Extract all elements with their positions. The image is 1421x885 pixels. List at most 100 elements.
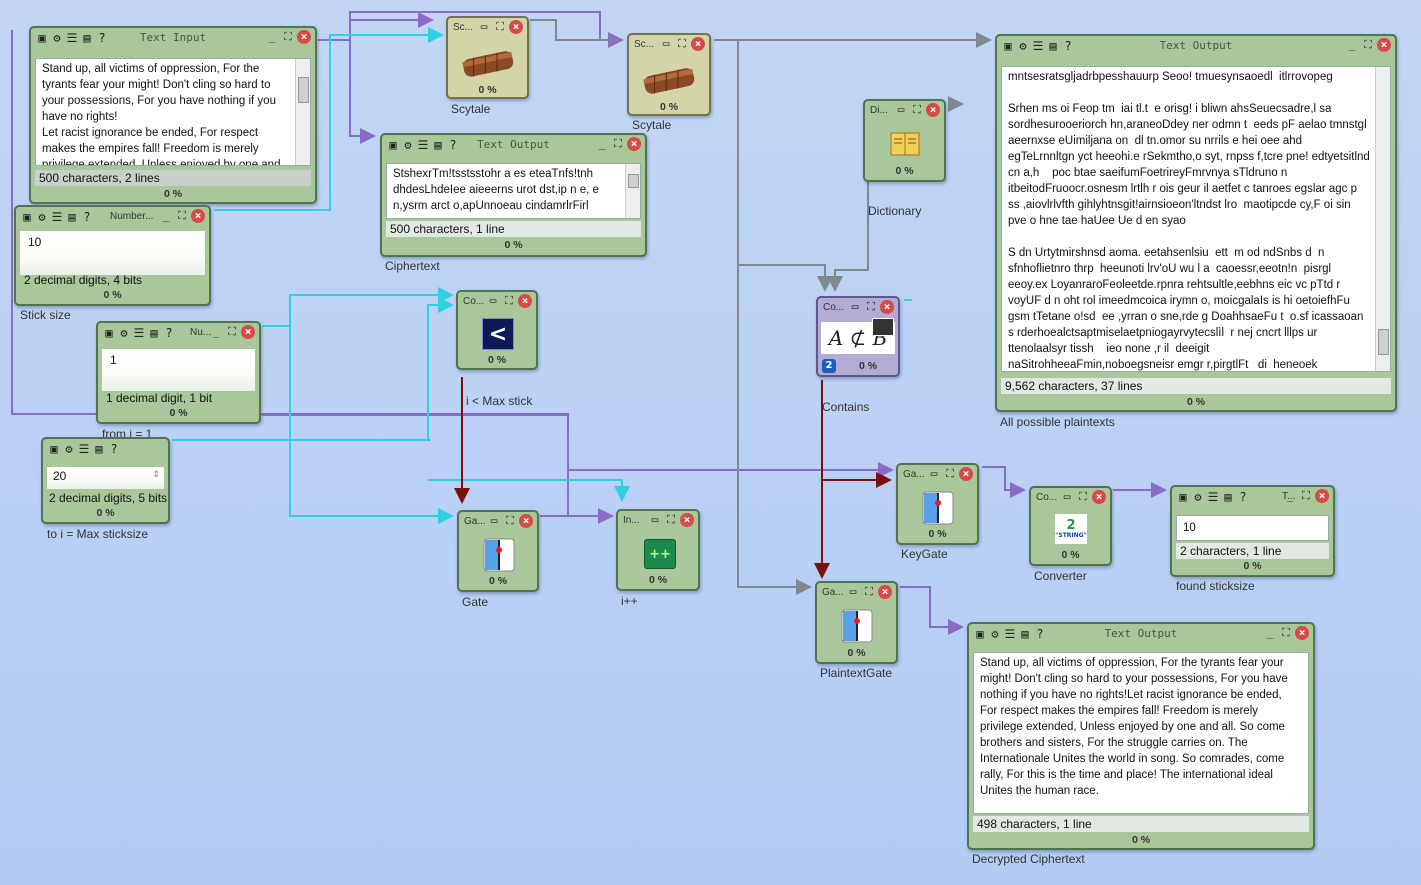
text-output-area[interactable]: Stand up, all victims of oppression, For…	[973, 652, 1309, 814]
maximize-icon[interactable]: ⛶	[228, 325, 236, 338]
scrollbar[interactable]	[295, 59, 310, 165]
minimize-icon[interactable]: ▭	[930, 467, 938, 480]
ciphertext-output-component[interactable]: ▣⚙☰▤? Text Output _⛶× StshexrTm!tsstssto…	[380, 133, 647, 257]
list-icon[interactable]: ☰	[51, 210, 63, 224]
component-header[interactable]: Ga... ▭⛶×	[817, 583, 896, 603]
minimize-icon[interactable]: _	[1286, 489, 1294, 502]
component-header[interactable]: ▣⚙☰▤? Text Input _⛶×	[31, 28, 315, 48]
gear-icon[interactable]: ⚙	[1194, 490, 1202, 504]
compare-less-than-component[interactable]: Co... ▭⛶× < 0 %	[456, 290, 538, 370]
close-icon[interactable]: ×	[878, 585, 892, 599]
clipboard-icon[interactable]: ▤	[150, 326, 158, 340]
close-icon[interactable]: ×	[1092, 490, 1106, 504]
scroll-thumb[interactable]	[628, 174, 639, 188]
to-i-number-component[interactable]: ▣⚙☰▤? 20 ⇕ 2 decimal digits, 5 bits 0 %	[41, 437, 170, 524]
plaintextgate-component[interactable]: Ga... ▭⛶× 0 %	[815, 581, 898, 664]
scytale-component-1[interactable]: Sc... ▭⛶× 0 %	[446, 16, 529, 99]
text-input-area[interactable]: Stand up, all victims of oppression, For…	[35, 58, 311, 166]
from-i-number-component[interactable]: ▣⚙☰▤? Nu... _⛶× 1 1 decimal digit, 1 bit…	[96, 321, 261, 424]
component-header[interactable]: Co... ▭⛶×	[818, 298, 898, 318]
gear-icon[interactable]: ⚙	[991, 627, 999, 641]
clipboard-icon[interactable]: ▤	[68, 210, 76, 224]
decrypted-output-component[interactable]: ▣⚙☰▤? Text Output _⛶× Stand up, all vict…	[967, 622, 1315, 850]
clipboard-icon[interactable]: ▤	[434, 138, 442, 152]
close-icon[interactable]: ×	[926, 103, 940, 117]
image-icon[interactable]: ▣	[1004, 39, 1012, 53]
help-icon[interactable]: ?	[1036, 627, 1044, 641]
converter-component[interactable]: Co... ▭⛶× 2 "STRING" 0 %	[1029, 486, 1112, 566]
minimize-icon[interactable]: ▭	[1063, 490, 1071, 503]
component-header[interactable]: In... ▭⛶×	[618, 511, 698, 531]
dictionary-component[interactable]: Di... ▭⛶× 0 %	[863, 99, 946, 182]
image-icon[interactable]: ▣	[976, 627, 984, 641]
clipboard-icon[interactable]: ▤	[83, 31, 91, 45]
help-icon[interactable]: ?	[83, 210, 91, 224]
close-icon[interactable]: ×	[691, 37, 705, 51]
component-header[interactable]: Di... ▭⛶×	[865, 101, 944, 121]
component-header[interactable]: ▣⚙☰▤? Number... _⛶×	[16, 207, 209, 227]
minimize-icon[interactable]: _	[1348, 38, 1356, 51]
number-value-panel[interactable]: 1	[102, 349, 255, 391]
minimize-icon[interactable]: ▭	[489, 294, 497, 307]
component-header[interactable]: Co... ▭⛶×	[1031, 488, 1110, 508]
close-icon[interactable]: ×	[959, 467, 973, 481]
stick-size-number-component[interactable]: ▣⚙☰▤? Number... _⛶× 10 2 decimal digits,…	[14, 205, 211, 306]
minimize-icon[interactable]: ▭	[851, 300, 859, 313]
image-icon[interactable]: ▣	[38, 31, 46, 45]
text-output-area[interactable]: StshexrTm!tsstsstohr a es eteaTnfs!tnh d…	[386, 163, 641, 219]
maximize-icon[interactable]: ⛶	[614, 137, 622, 150]
maximize-icon[interactable]: ⛶	[506, 514, 514, 527]
close-icon[interactable]: ×	[880, 300, 894, 314]
minimize-icon[interactable]: ▭	[662, 37, 670, 50]
close-icon[interactable]: ×	[518, 294, 532, 308]
component-header[interactable]: Ga... ▭⛶×	[898, 465, 977, 485]
maximize-icon[interactable]: ⛶	[667, 513, 675, 526]
component-header[interactable]: Ga... ▭⛶×	[459, 512, 537, 532]
component-header[interactable]: ▣⚙☰▤? Text Output _⛶×	[969, 624, 1313, 644]
close-icon[interactable]: ×	[680, 513, 694, 527]
scrollbar[interactable]	[625, 164, 640, 218]
maximize-icon[interactable]: ⛶	[913, 103, 921, 116]
minimize-icon[interactable]: ▭	[651, 513, 659, 526]
maximize-icon[interactable]: ⛶	[867, 300, 875, 313]
maximize-icon[interactable]: ⛶	[865, 585, 873, 598]
list-icon[interactable]: ☰	[1032, 39, 1044, 53]
minimize-icon[interactable]: ▭	[849, 585, 857, 598]
image-icon[interactable]: ▣	[1179, 490, 1187, 504]
list-icon[interactable]: ☰	[417, 138, 429, 152]
help-icon[interactable]: ?	[1064, 39, 1072, 53]
component-header[interactable]: ▣⚙☰▤? Nu... _⛶×	[98, 323, 259, 343]
scroll-thumb[interactable]	[298, 77, 309, 103]
scrollbar[interactable]	[1375, 67, 1390, 371]
maximize-icon[interactable]: ⛶	[1282, 626, 1290, 639]
increment-component[interactable]: In... ▭⛶× ++ 0 %	[616, 509, 700, 591]
close-icon[interactable]: ×	[1315, 489, 1329, 503]
close-icon[interactable]: ×	[1295, 626, 1309, 640]
component-header[interactable]: Sc... ▭⛶×	[448, 18, 527, 38]
image-icon[interactable]: ▣	[389, 138, 397, 152]
minimize-icon[interactable]: _	[162, 209, 170, 222]
close-icon[interactable]: ×	[627, 137, 641, 151]
minimize-icon[interactable]: ▭	[480, 20, 488, 33]
text-input-component[interactable]: ▣⚙☰▤? Text Input _⛶× Stand up, all victi…	[29, 26, 317, 204]
clipboard-icon[interactable]: ▤	[1021, 627, 1029, 641]
gear-icon[interactable]: ⚙	[53, 31, 61, 45]
list-icon[interactable]: ☰	[1004, 627, 1016, 641]
list-icon[interactable]: ☰	[133, 326, 145, 340]
spinner-icon[interactable]: ⇕	[152, 469, 160, 479]
list-icon[interactable]: ☰	[78, 442, 90, 456]
maximize-icon[interactable]: ⛶	[1079, 490, 1087, 503]
maximize-icon[interactable]: ⛶	[1364, 38, 1372, 51]
close-icon[interactable]: ×	[191, 209, 205, 223]
image-icon[interactable]: ▣	[105, 326, 113, 340]
close-icon[interactable]: ×	[519, 514, 533, 528]
maximize-icon[interactable]: ⛶	[178, 209, 186, 222]
presentation-icon[interactable]	[872, 318, 894, 336]
gate-component[interactable]: Ga... ▭⛶× 0 %	[457, 510, 539, 592]
list-icon[interactable]: ☰	[66, 31, 78, 45]
number-value-panel[interactable]: 20 ⇕	[47, 467, 164, 489]
component-header[interactable]: ▣⚙☰▤?	[43, 439, 168, 459]
scroll-thumb[interactable]	[1378, 329, 1389, 355]
close-icon[interactable]: ×	[241, 325, 255, 339]
image-icon[interactable]: ▣	[23, 210, 31, 224]
